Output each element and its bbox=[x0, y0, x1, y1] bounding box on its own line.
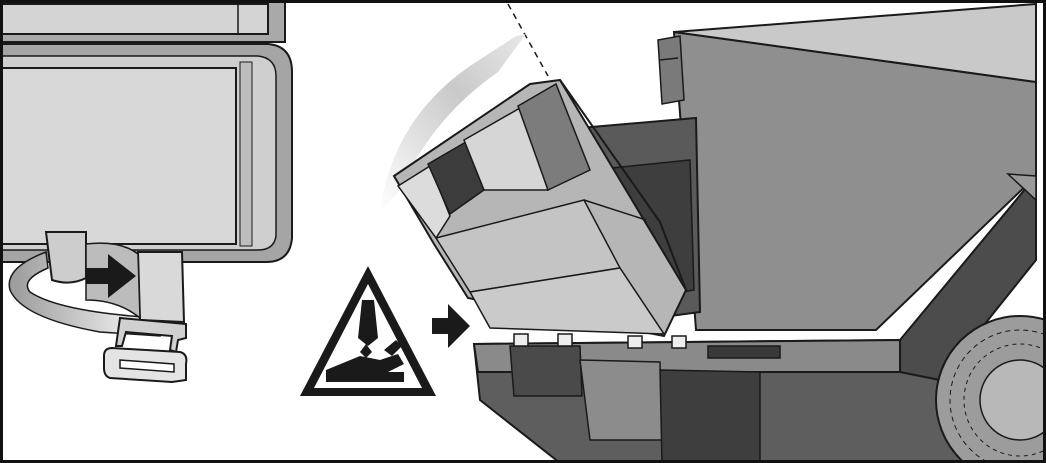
latch bbox=[628, 336, 642, 348]
box-face bbox=[0, 68, 236, 244]
latch bbox=[514, 334, 528, 346]
strap bbox=[46, 232, 86, 283]
left-panel bbox=[0, 0, 292, 382]
pinch-hazard-warning-icon bbox=[300, 266, 436, 396]
pointer-arrow-icon bbox=[432, 304, 470, 348]
right-panel bbox=[300, 4, 1046, 463]
latch bbox=[672, 336, 686, 348]
latch bbox=[558, 334, 572, 346]
